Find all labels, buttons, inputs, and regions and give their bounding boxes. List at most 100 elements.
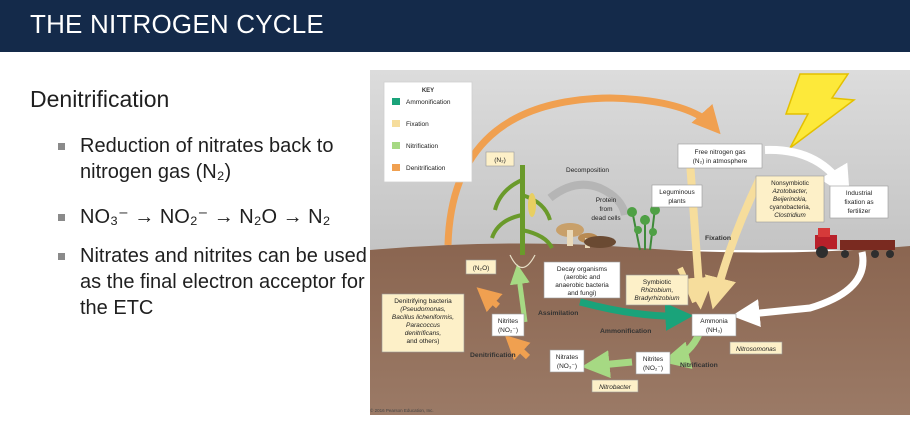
soil-background	[370, 243, 910, 415]
nonsymbiotic-label: Nonsymbiotic Azotobacter, Beijerinckia, …	[755, 175, 825, 223]
assimilation-label: Assimilation	[538, 310, 578, 317]
ammonification-label: Ammonification	[600, 328, 651, 335]
leguminous-plants-label: Leguminous plants	[651, 184, 703, 208]
svg-text:plants: plants	[668, 198, 686, 205]
free-nitrogen-label: Free nitrogen gas (N₂) in atmosphere	[677, 143, 763, 169]
copyright-text: © 2016 Pearson Education, Inc.	[370, 407, 434, 413]
symbiotic-label: Symbiotic Rhizobium, Bradyrhizobium	[625, 274, 689, 306]
svg-text:from: from	[600, 206, 613, 213]
bullet-text: NO₃⁻ → NO₂⁻ → N₂O → N₂	[80, 206, 331, 228]
bullet-item: Reduction of nitrates back to nitrogen g…	[58, 133, 378, 185]
bullet-square-icon	[58, 214, 65, 221]
svg-text:Industrial: Industrial	[846, 190, 873, 197]
key-swatch-nitrification	[392, 142, 400, 149]
subheading: Denitrification	[30, 86, 170, 112]
nitrification-arrow-2	[581, 350, 633, 379]
svg-text:Nitrosomonas: Nitrosomonas	[736, 346, 777, 353]
svg-text:Nitrobacter: Nitrobacter	[599, 384, 632, 391]
svg-text:Nonsymbiotic: Nonsymbiotic	[771, 180, 809, 187]
svg-text:denitrificans,: denitrificans,	[405, 330, 442, 337]
svg-text:(aerobic and: (aerobic and	[564, 274, 601, 281]
key-title: KEY	[422, 88, 434, 94]
svg-text:Paracoccus: Paracoccus	[406, 322, 441, 329]
bullet-text: Nitrates and nitrites can be used as the…	[80, 245, 367, 319]
tractor-icon	[815, 228, 895, 258]
svg-text:Nitrites: Nitrites	[643, 356, 664, 363]
mushrooms-icon	[556, 223, 616, 248]
nitrogen-cycle-diagram: KEY Ammonification Fixation Nitrificatio…	[370, 70, 910, 415]
svg-text:Denitrifying bacteria: Denitrifying bacteria	[394, 298, 452, 305]
svg-text:(N₂) in atmosphere: (N₂) in atmosphere	[693, 158, 748, 165]
lightning-bolt-icon	[784, 73, 857, 149]
key-label-nitrification: Nitrification	[406, 143, 439, 150]
fertilizer-to-ammonia-arrow	[731, 251, 867, 327]
fixation-label: Fixation	[705, 235, 731, 242]
svg-text:(NO₂⁻): (NO₂⁻)	[643, 365, 663, 372]
nitrification-label: Nitrification	[680, 362, 718, 369]
bullet-square-icon	[58, 253, 65, 260]
svg-text:fixation as: fixation as	[844, 199, 874, 206]
decomposition-arrow	[547, 180, 629, 216]
bullet-item: Nitrates and nitrites can be used as the…	[58, 243, 378, 321]
svg-text:Azotobacter,: Azotobacter,	[771, 188, 807, 195]
key-label-fixation: Fixation	[406, 121, 429, 128]
svg-text:(Pseudomonas,: (Pseudomonas,	[400, 306, 446, 313]
svg-text:Decay organisms: Decay organisms	[557, 266, 608, 273]
corn-plant-icon	[490, 165, 554, 269]
svg-text:Bradyrhizobium: Bradyrhizobium	[634, 295, 680, 302]
svg-text:and others): and others)	[407, 338, 440, 345]
svg-text:Leguminous: Leguminous	[659, 189, 695, 196]
denitrifying-bacteria-label: Denitrifying bacteria (Pseudomonas, Baci…	[381, 293, 465, 353]
bullet-text: Reduction of nitrates back to nitrogen g…	[80, 135, 334, 183]
svg-text:Protein: Protein	[596, 197, 617, 204]
svg-text:fertilizer: fertilizer	[848, 208, 872, 215]
nitrosomonas-label: Nitrosomonas	[729, 341, 783, 355]
svg-text:Beijerinckia,: Beijerinckia,	[773, 196, 807, 203]
fixation-arrow-nonsymbiotic	[704, 176, 764, 310]
industrial-arrow	[764, 145, 850, 199]
svg-text:dead cells: dead cells	[591, 215, 621, 222]
n2-label: (N₂)	[485, 151, 515, 167]
svg-text:(N₂): (N₂)	[494, 157, 506, 164]
slide-title: THE NITROGEN CYCLE	[30, 9, 324, 39]
nitrites-lower-label: Nitrites (NO₂⁻)	[635, 351, 671, 375]
svg-text:Nitrites: Nitrites	[498, 318, 519, 325]
key-legend: KEY Ammonification Fixation Nitrificatio…	[383, 81, 473, 183]
industrial-fixation-label: Industrial fixation as fertilizer	[829, 185, 889, 219]
denitrification-arrow-1	[504, 335, 531, 361]
ammonification-arrow	[579, 298, 694, 331]
svg-text:(N₂O): (N₂O)	[473, 265, 490, 272]
assimilation-arrow	[509, 264, 530, 323]
nitrobacter-label: Nitrobacter	[591, 379, 639, 393]
svg-text:(NO₂⁻): (NO₂⁻)	[498, 327, 518, 334]
ammonia-label: Ammonia (NH₃)	[691, 313, 737, 337]
bullet-square-icon	[58, 143, 65, 150]
svg-text:Bacillus licheniformis,: Bacillus licheniformis,	[392, 314, 454, 321]
svg-text:and fungi): and fungi)	[568, 290, 597, 297]
key-label-ammonification: Ammonification	[406, 99, 451, 106]
svg-text:(NO₃⁻): (NO₃⁻)	[557, 363, 577, 370]
nitrates-label: Nitrates (NO₃⁻)	[549, 349, 585, 373]
svg-text:Clostridium: Clostridium	[774, 212, 806, 219]
key-label-denitrification: Denitrification	[406, 165, 446, 172]
svg-text:cyanobacteria,: cyanobacteria,	[770, 204, 811, 211]
key-swatch-fixation	[392, 120, 400, 127]
svg-text:(NH₃): (NH₃)	[706, 327, 722, 334]
svg-text:Ammonia: Ammonia	[700, 318, 728, 325]
key-swatch-denitrification	[392, 164, 400, 171]
svg-text:Rhizobium,: Rhizobium,	[641, 287, 674, 294]
protein-label: Protein from dead cells	[591, 197, 621, 222]
svg-text:Nitrates: Nitrates	[556, 354, 579, 361]
nitrites-upper-label: Nitrites (NO₂⁻)	[491, 313, 525, 337]
decay-organisms-label: Decay organisms (aerobic and anaerobic b…	[543, 261, 621, 299]
denitrification-label: Denitrification	[470, 352, 516, 359]
bullet-item: NO₃⁻ → NO₂⁻ → N₂O → N₂	[58, 204, 378, 230]
denitrification-arrow-2	[476, 287, 503, 313]
n2o-label: (N₂O)	[465, 259, 497, 275]
legume-plants-icon	[627, 205, 660, 251]
svg-text:Symbiotic: Symbiotic	[643, 279, 672, 286]
key-swatch-ammonification	[392, 98, 400, 105]
svg-text:Free nitrogen gas: Free nitrogen gas	[695, 149, 747, 156]
svg-text:anaerobic bacteria: anaerobic bacteria	[555, 282, 609, 289]
decomposition-label: Decomposition	[566, 167, 609, 174]
